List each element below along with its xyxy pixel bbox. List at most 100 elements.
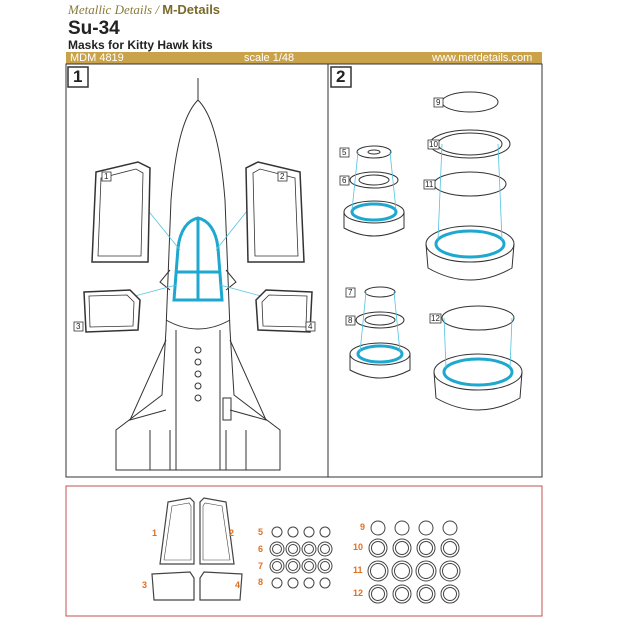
callout-num-1: 1 xyxy=(104,172,109,181)
mask-ring xyxy=(301,541,317,557)
mask-ring-inner xyxy=(320,561,330,571)
callout-box-12 xyxy=(429,313,442,324)
callout-box-11 xyxy=(423,179,436,190)
callout-num-9: 9 xyxy=(436,98,441,107)
sheet-num-5: 5 xyxy=(258,527,264,537)
sheet-num-10: 10 xyxy=(353,542,364,552)
mask-ring xyxy=(271,526,283,538)
callout-box-7 xyxy=(345,287,356,298)
mask-sheet-small-rings xyxy=(269,526,333,589)
mask-ring xyxy=(317,541,333,557)
mask-ring-inner xyxy=(371,541,385,555)
mask-ring xyxy=(367,560,389,582)
step-badge-1 xyxy=(67,66,89,88)
mask-ring xyxy=(391,560,413,582)
callout-num-5: 5 xyxy=(342,148,347,157)
mask-ring-inner xyxy=(272,544,282,554)
nose-wheel-upper xyxy=(343,145,405,237)
website-label: www.metdetails.com xyxy=(432,52,533,64)
nose-wheel-mask-upper xyxy=(350,202,398,222)
mask-ring xyxy=(317,558,333,574)
mask-ring xyxy=(271,577,283,589)
mask-ring xyxy=(415,560,437,582)
info-bar xyxy=(66,52,542,64)
mask-ring xyxy=(392,538,412,558)
mask-ring xyxy=(319,577,331,589)
main-wheel-upper xyxy=(425,91,515,281)
mask-ring xyxy=(418,520,434,536)
sheet-num-4: 4 xyxy=(235,580,241,590)
mask-ring xyxy=(368,538,388,558)
mask-sheet-large-rings xyxy=(367,520,461,604)
step-number-2: 2 xyxy=(336,67,346,86)
step-number-1: 1 xyxy=(73,67,83,86)
step-badge-2 xyxy=(330,66,352,88)
mask-ring xyxy=(303,526,315,538)
callout-box-8 xyxy=(345,315,356,326)
sheet-num-3: 3 xyxy=(142,580,148,590)
mask-ring xyxy=(439,560,461,582)
product-code: MDM 4819 xyxy=(70,52,124,64)
canopy-part-2 xyxy=(245,161,305,263)
callout-num-4: 4 xyxy=(308,322,313,331)
callout-num-11: 11 xyxy=(425,180,434,189)
main-wheel-mask-lower xyxy=(442,357,514,387)
callout-box-1 xyxy=(101,171,112,182)
nose-wheel-mask-lower xyxy=(356,344,404,364)
brand-separator: / xyxy=(152,2,163,17)
mask-sheet-frame xyxy=(65,485,543,617)
mask-ring-inner xyxy=(419,541,433,555)
mask-ring xyxy=(287,577,299,589)
mask-ring-inner xyxy=(394,563,410,579)
mask-ring-inner xyxy=(418,563,434,579)
wheel-leader-lines xyxy=(351,143,513,369)
mask-ring-inner xyxy=(304,544,314,554)
mask-ring xyxy=(416,584,436,604)
callout-num-2: 2 xyxy=(280,172,285,181)
callout-num-8: 8 xyxy=(348,316,353,325)
mask-ring-inner xyxy=(370,563,386,579)
callout-box-10 xyxy=(427,139,440,150)
callout-box-3 xyxy=(73,321,84,332)
brand-name-left: Metallic Details xyxy=(68,2,153,17)
sheet-num-9: 9 xyxy=(360,522,366,532)
mask-ring xyxy=(440,538,460,558)
mask-ring-inner xyxy=(288,544,298,554)
main-wheel-mask-upper xyxy=(434,229,506,259)
product-subtitle: Masks for Kitty Hawk kits xyxy=(68,38,213,52)
mask-ring xyxy=(394,520,410,536)
mask-ring xyxy=(370,520,386,536)
mask-ring xyxy=(287,526,299,538)
mask-ring-inner xyxy=(395,541,409,555)
callout-box-5 xyxy=(339,147,350,158)
callout-box-6 xyxy=(339,175,350,186)
mask-ring xyxy=(319,526,331,538)
canopy-part-1 xyxy=(91,161,151,263)
sheet-num-11: 11 xyxy=(353,565,363,575)
mask-ring xyxy=(368,584,388,604)
canopy-part-3 xyxy=(83,289,141,333)
sheet-num-2: 2 xyxy=(229,528,235,538)
mask-ring xyxy=(285,558,301,574)
mask-ring xyxy=(301,558,317,574)
mask-ring-inner xyxy=(371,587,385,601)
mask-ring-inner xyxy=(442,563,458,579)
sheet-num-6: 6 xyxy=(258,544,264,554)
mask-ring-inner xyxy=(443,587,457,601)
callout-box-9 xyxy=(433,97,444,108)
callout-box-4 xyxy=(305,321,316,332)
canopy-mask xyxy=(172,216,224,302)
mask-ring xyxy=(269,558,285,574)
mask-ring-inner xyxy=(419,587,433,601)
callout-num-7: 7 xyxy=(348,288,353,297)
mask-ring xyxy=(269,541,285,557)
sheet-num-1: 1 xyxy=(152,528,158,538)
canopy-part-4 xyxy=(255,289,313,333)
mask-ring-inner xyxy=(443,541,457,555)
mask-ring xyxy=(303,577,315,589)
mask-ring-inner xyxy=(288,561,298,571)
sheet-num-7: 7 xyxy=(258,561,264,571)
scale-label: scale 1/48 xyxy=(244,52,295,64)
brand-name-right: M-Details xyxy=(162,2,221,17)
